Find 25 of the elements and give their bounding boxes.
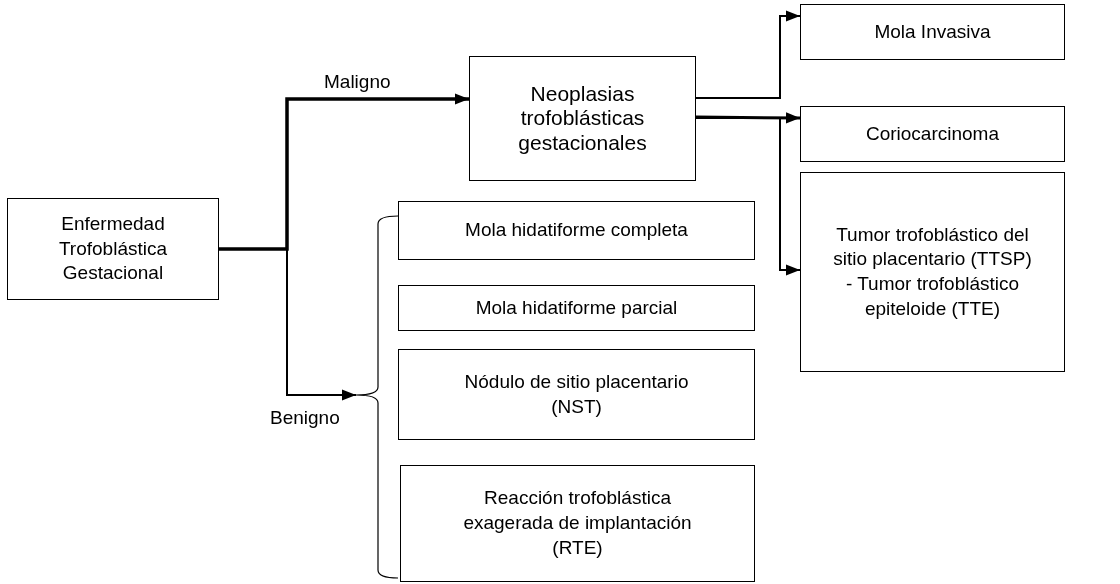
node-text: Tumor trofoblástico del sitio placentario (TTSP) - Tumor trofoblástico epiteloide (TTE): [833, 222, 1032, 321]
process-box: [398, 349, 755, 440]
process-box: [800, 106, 1065, 162]
node-text: Mola Invasiva: [874, 19, 991, 44]
process-box: [400, 465, 755, 582]
node-text: Mola hidatiforme completa: [465, 218, 688, 243]
node-text: Mola hidatiforme parcial: [475, 295, 678, 320]
node-text: Enfermedad Trofoblástica Gestacional: [57, 211, 169, 286]
process-box: [800, 4, 1065, 60]
arrow: [696, 112, 800, 124]
process-box: [800, 172, 1065, 372]
arrow: [218, 248, 357, 401]
process-box: [469, 56, 696, 181]
node-text: Coriocarcinoma: [865, 121, 999, 146]
edge-label: Maligno: [322, 72, 393, 91]
node-text: Nódulo de sitio placentario (NST): [463, 369, 690, 419]
node-text: Neoplasias trofoblásticas gestacionales: [517, 82, 648, 155]
process-box: [398, 201, 755, 260]
edge-label: Benigno: [268, 408, 342, 427]
arrow: [695, 10, 801, 99]
process-box: [7, 198, 219, 300]
process-box: [398, 285, 755, 331]
arrow: [695, 117, 801, 276]
node-text: Reacción trofoblástica exagerada de implantación (RTE): [462, 486, 693, 560]
arrow: [219, 93, 469, 251]
